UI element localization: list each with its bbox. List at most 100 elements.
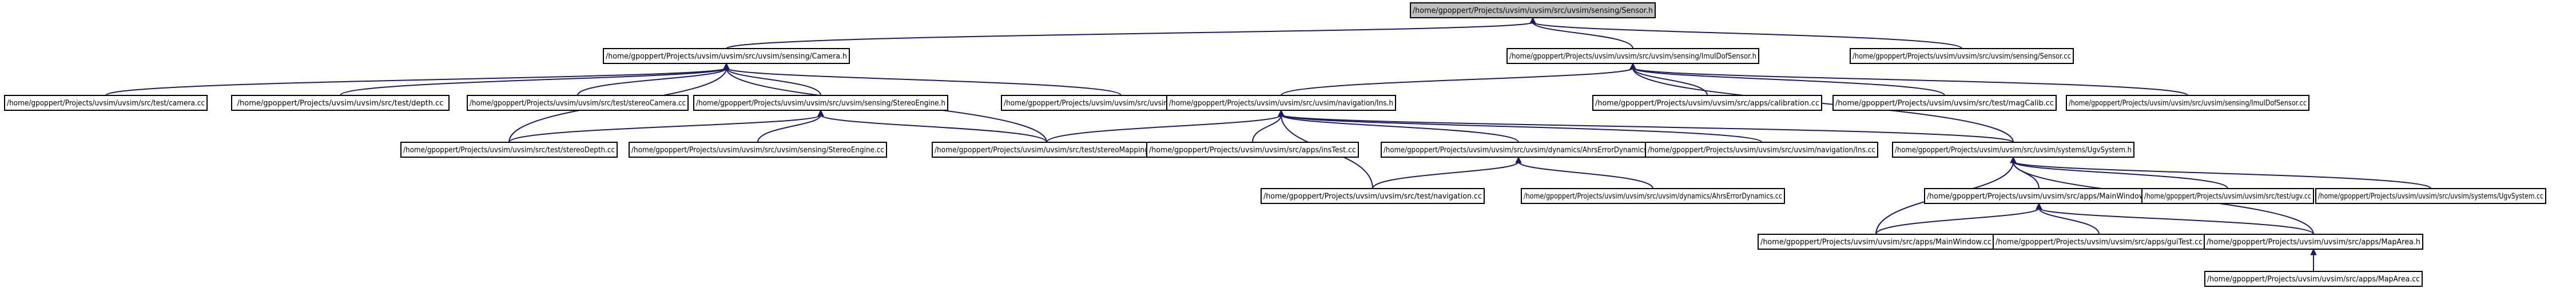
node-test-stereodepth[interactable]: /home/gpoppert/Projects/uvsim/uvsim/src/… (400, 142, 618, 158)
node-box[interactable] (1506, 48, 1759, 64)
node-mainwindow-cc[interactable]: /home/gpoppert/Projects/uvsim/uvsim/src/… (1758, 234, 1994, 250)
node-label: /home/gpoppert/Projects/uvsim/uvsim/src/… (1927, 193, 2151, 201)
node-box[interactable] (400, 142, 618, 158)
node-box[interactable] (1410, 2, 1656, 18)
edge-imu_h-to-sensor_h (1529, 17, 1633, 49)
edge-line (2013, 161, 2431, 189)
edge-arrowhead (2310, 248, 2317, 255)
edge-mainwindow_cc-to-mainwindow_h (1875, 202, 2042, 235)
node-box[interactable] (4, 95, 208, 111)
edge-test_navigation-to-ahrs_h (1372, 156, 1522, 189)
node-imu-cc[interactable]: /home/gpoppert/Projects/uvsim/uvsim/src/… (2066, 95, 2309, 111)
edge-line (2038, 207, 2100, 235)
node-box[interactable] (629, 142, 887, 158)
edge-arrowhead (2010, 156, 2017, 163)
node-apps-instest[interactable]: /home/gpoppert/Projects/uvsim/uvsim/src/… (1146, 142, 1359, 158)
node-box[interactable] (1261, 188, 1485, 204)
node-label: /home/gpoppert/Projects/uvsim/uvsim/src/… (237, 99, 444, 108)
node-box[interactable] (467, 95, 689, 111)
node-box[interactable] (2141, 188, 2314, 204)
edge-stereoengine_h-to-camera_h (723, 62, 821, 96)
node-mainwindow-h[interactable]: /home/gpoppert/Projects/uvsim/uvsim/src/… (1924, 188, 2154, 204)
node-box[interactable] (1645, 142, 1878, 158)
node-test-magcalib[interactable]: /home/gpoppert/Projects/uvsim/uvsim/src/… (1832, 95, 2057, 111)
node-box[interactable] (693, 95, 948, 111)
edge-apps_calibration-to-imu_h (1629, 62, 1708, 96)
node-ugvsystem-h[interactable]: /home/gpoppert/Projects/uvsim/uvsim/src/… (1892, 142, 2134, 158)
edge-line (1281, 114, 2014, 143)
edge-line (726, 67, 1122, 96)
node-box[interactable] (231, 95, 450, 111)
node-label: /home/gpoppert/Projects/uvsim/uvsim/src/… (1835, 99, 2054, 108)
node-box[interactable] (1832, 95, 2057, 111)
node-label: /home/gpoppert/Projects/uvsim/uvsim/src/… (1169, 99, 1393, 108)
node-box[interactable] (1892, 142, 2134, 158)
node-label: /home/gpoppert/Projects/uvsim/uvsim/src/… (7, 99, 205, 108)
node-ins-cc[interactable]: /home/gpoppert/Projects/uvsim/uvsim/src/… (1645, 142, 1878, 158)
node-label: /home/gpoppert/Projects/uvsim/uvsim/src/… (1648, 146, 1875, 155)
edge-arrowhead (2036, 202, 2042, 210)
node-test-camera[interactable]: /home/gpoppert/Projects/uvsim/uvsim/src/… (4, 95, 208, 111)
node-box[interactable] (2066, 95, 2309, 111)
node-box[interactable] (2315, 188, 2546, 204)
node-label: /home/gpoppert/Projects/uvsim/uvsim/src/… (696, 99, 945, 108)
node-apps-guitest[interactable]: /home/gpoppert/Projects/uvsim/uvsim/src/… (1993, 234, 2205, 250)
node-test-ugv[interactable]: /home/gpoppert/Projects/uvsim/uvsim/src/… (2141, 188, 2314, 204)
edge-line (1632, 67, 2188, 96)
edge-line (1632, 67, 1945, 96)
node-test-stereomapping[interactable]: /home/gpoppert/Projects/uvsim/uvsim/src/… (932, 142, 1162, 158)
node-stereoengine-cc[interactable]: /home/gpoppert/Projects/uvsim/uvsim/src/… (629, 142, 887, 158)
node-ugvsystem-cc[interactable]: /home/gpoppert/Projects/uvsim/uvsim/src/… (2315, 188, 2546, 204)
node-test-stereocamera[interactable]: /home/gpoppert/Projects/uvsim/uvsim/src/… (467, 95, 689, 111)
node-maparea-h[interactable]: /home/gpoppert/Projects/uvsim/uvsim/src/… (2204, 234, 2423, 250)
edge-imu_cc-to-imu_h (1629, 62, 2188, 96)
node-label: /home/gpoppert/Projects/uvsim/uvsim/src/… (1413, 7, 1653, 15)
edge-line (577, 67, 727, 96)
node-test-navigation[interactable]: /home/gpoppert/Projects/uvsim/uvsim/src/… (1261, 188, 1485, 204)
node-box[interactable] (1521, 188, 1785, 204)
node-label: /home/gpoppert/Projects/uvsim/uvsim/src/… (1149, 146, 1356, 155)
node-sensor-h[interactable]: /home/gpoppert/Projects/uvsim/uvsim/src/… (1410, 2, 1656, 18)
node-label: /home/gpoppert/Projects/uvsim/uvsim/src/… (1384, 146, 1653, 155)
edge-ins_h-to-imu_h (1281, 62, 1636, 96)
edge-line (1281, 114, 1762, 143)
node-label: /home/gpoppert/Projects/uvsim/uvsim/src/… (2144, 193, 2311, 201)
node-test-depth[interactable]: /home/gpoppert/Projects/uvsim/uvsim/src/… (231, 95, 450, 111)
node-box[interactable] (2204, 271, 2423, 287)
node-box[interactable] (1993, 234, 2205, 250)
edge-ahrs_cc-to-ahrs_h (1515, 156, 1653, 189)
node-label: /home/gpoppert/Projects/uvsim/uvsim/src/… (1853, 53, 2071, 61)
node-camera-h[interactable]: /home/gpoppert/Projects/uvsim/uvsim/src/… (603, 48, 850, 64)
edge-arrowhead (1629, 62, 1636, 70)
edge-line (340, 67, 727, 96)
edge-camera_cc-to-camera_h (723, 62, 1122, 96)
node-imu-h[interactable]: /home/gpoppert/Projects/uvsim/uvsim/src/… (1506, 48, 1759, 64)
node-ahrs-cc[interactable]: /home/gpoppert/Projects/uvsim/uvsim/src/… (1521, 188, 1785, 204)
node-stereoengine-h[interactable]: /home/gpoppert/Projects/uvsim/uvsim/src/… (693, 95, 948, 111)
edge-arrowhead (817, 109, 824, 117)
node-ins-h[interactable]: /home/gpoppert/Projects/uvsim/uvsim/src/… (1166, 95, 1396, 111)
node-box[interactable] (1592, 95, 1822, 111)
node-ahrs-h[interactable]: /home/gpoppert/Projects/uvsim/uvsim/src/… (1381, 142, 1656, 158)
edge-maparea_h-to-mainwindow_h (2036, 202, 2314, 235)
edge-line (757, 114, 821, 143)
node-label: /home/gpoppert/Projects/uvsim/uvsim/src/… (606, 53, 847, 61)
node-sensor-cc[interactable]: /home/gpoppert/Projects/uvsim/uvsim/src/… (1850, 48, 2074, 64)
edge-apps_guitest-to-mainwindow_h (2036, 202, 2100, 235)
node-maparea-cc[interactable]: /home/gpoppert/Projects/uvsim/uvsim/src/… (2204, 271, 2423, 287)
edge-line (1532, 22, 1962, 49)
node-box[interactable] (1758, 234, 1994, 250)
node-label: /home/gpoppert/Projects/uvsim/uvsim/src/… (470, 99, 686, 108)
node-box[interactable] (932, 142, 1162, 158)
node-box[interactable] (1166, 95, 1396, 111)
edge-ugvsystem_h-to-imu_h (1629, 62, 2014, 143)
node-box[interactable] (2204, 234, 2423, 250)
edge-line (508, 114, 821, 143)
edge-line (1632, 67, 2014, 143)
node-apps-calibration[interactable]: /home/gpoppert/Projects/uvsim/uvsim/src/… (1592, 95, 1822, 111)
edge-line (1532, 22, 1633, 49)
node-box[interactable] (1850, 48, 2074, 64)
node-box[interactable] (603, 48, 850, 64)
node-box[interactable] (1146, 142, 1359, 158)
